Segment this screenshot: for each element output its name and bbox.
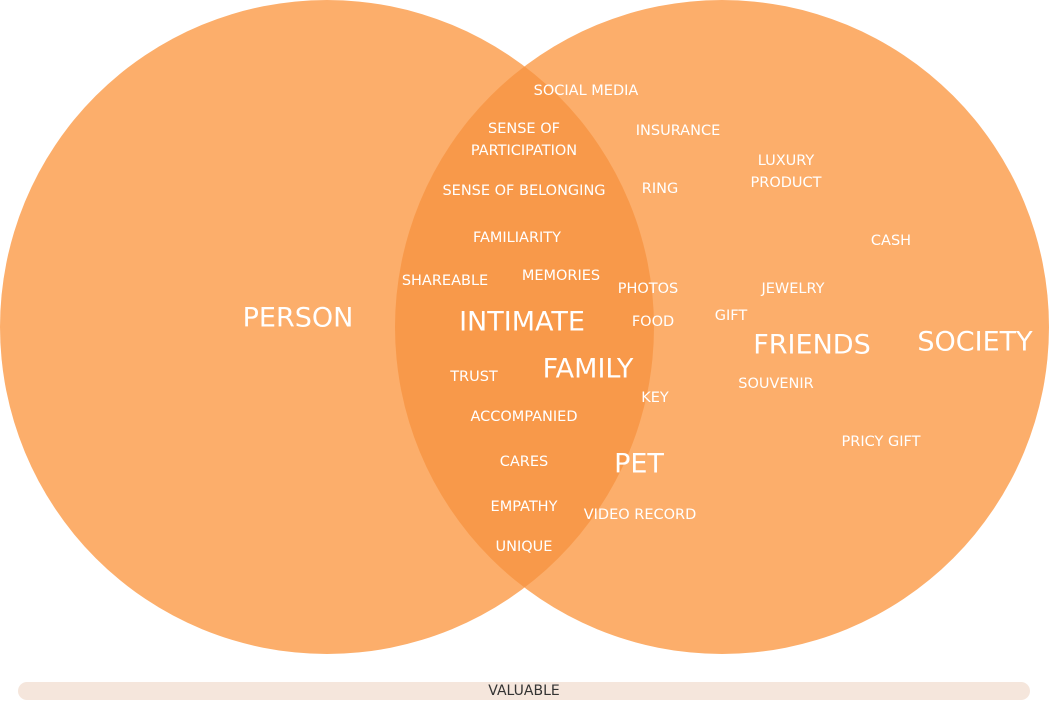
food-label: FOOD	[632, 314, 674, 330]
shareable-label: SHAREABLE	[402, 273, 488, 289]
intimate-label: INTIMATE	[459, 307, 585, 338]
friends-label: FRIENDS	[753, 330, 870, 361]
sense-of-participation-label-line2: PARTICIPATION	[471, 143, 577, 159]
valuable-label: VALUABLE	[488, 683, 560, 699]
ring-label: RING	[642, 181, 678, 197]
cash-label: CASH	[871, 233, 911, 249]
sense-of-participation-label-line1: SENSE OF	[488, 121, 560, 137]
empathy-label: EMPATHY	[491, 499, 558, 515]
family-label: FAMILY	[543, 354, 634, 385]
social-media-label: SOCIAL MEDIA	[534, 83, 639, 99]
pet-label: PET	[614, 449, 664, 480]
familiarity-label: FAMILIARITY	[473, 230, 561, 246]
jewelry-label: JEWELRY	[760, 281, 824, 297]
accompanied-label: ACCOMPANIED	[470, 409, 577, 425]
luxury-product-label-line1: LUXURY	[758, 153, 815, 169]
key-label: KEY	[641, 390, 669, 406]
souvenir-label: SOUVENIR	[738, 376, 814, 392]
sense-of-belonging-label: SENSE OF BELONGING	[442, 183, 605, 199]
unique-label: UNIQUE	[496, 539, 553, 555]
society-label: SOCIETY	[917, 327, 1033, 358]
photos-label: PHOTOS	[618, 281, 679, 297]
trust-label: TRUST	[449, 369, 498, 385]
memories-label: MEMORIES	[522, 268, 600, 284]
person-label: PERSON	[243, 303, 354, 334]
luxury-product-label-line2: PRODUCT	[751, 175, 822, 191]
pricy-gift-label: PRICY GIFT	[842, 434, 921, 450]
insurance-label: INSURANCE	[636, 123, 720, 139]
video-record-label: VIDEO RECORD	[584, 507, 697, 523]
overlap-region	[395, 0, 654, 654]
valuable-bar: VALUABLE	[18, 682, 1030, 700]
cares-label: CARES	[500, 454, 548, 470]
gift-label: GIFT	[715, 308, 748, 324]
